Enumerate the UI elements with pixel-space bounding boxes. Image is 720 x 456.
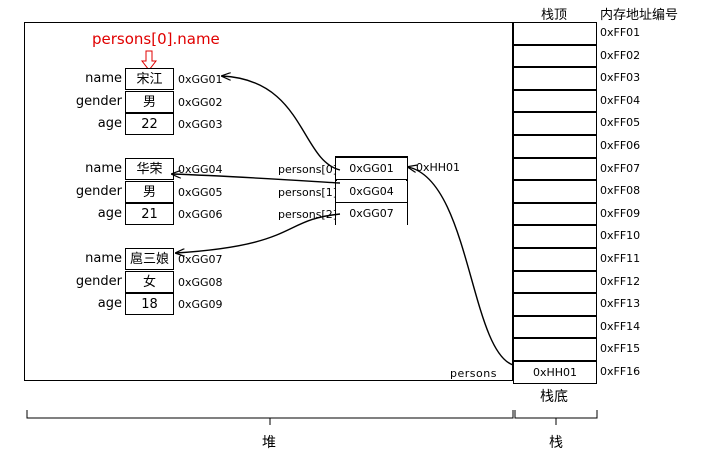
array-index-label: persons[1] xyxy=(278,185,338,199)
address-label: 0xFF11 xyxy=(600,252,641,265)
heap-region-label: 堆 xyxy=(262,435,276,451)
address-label: 0xFF14 xyxy=(600,319,641,333)
stack-cell xyxy=(513,89,597,113)
stack-cell xyxy=(513,225,597,248)
memory-address-header: 内存地址编号 xyxy=(600,8,679,23)
stack-cell xyxy=(513,22,597,45)
stack-top-label: 栈顶 xyxy=(541,8,568,23)
address-label: 0xFF02 xyxy=(600,48,641,62)
annotation-label: persons[0].name xyxy=(92,30,220,48)
address-label: 0xFF03 xyxy=(600,71,641,85)
heap-area xyxy=(24,22,513,381)
stack-cell xyxy=(513,44,597,68)
field-label: age xyxy=(97,116,122,131)
persons-variable-label: persons xyxy=(450,367,497,380)
field-value: 女 xyxy=(125,270,174,293)
stack-cell xyxy=(513,180,597,203)
stack-cell xyxy=(513,248,597,271)
stack-cell xyxy=(513,202,597,226)
address-label: 0xFF06 xyxy=(600,139,641,152)
array-element: 0xGG07 xyxy=(336,203,407,225)
field-address: 0xGG06 xyxy=(178,208,223,221)
arrow-stack-to-array xyxy=(408,167,514,366)
address-label: 0xFF08 xyxy=(600,184,641,198)
field-address: 0xGG01 xyxy=(178,73,223,86)
stack-cell xyxy=(513,270,597,294)
stack-cell xyxy=(513,338,597,361)
stack-cell xyxy=(513,315,597,339)
field-value: 华荣 xyxy=(125,158,174,180)
region-braces xyxy=(26,410,598,425)
field-label: age xyxy=(97,206,122,221)
field-value: 21 xyxy=(125,203,174,225)
field-label: name xyxy=(85,71,122,86)
stack-cell xyxy=(513,293,597,316)
stack-region-label: 栈 xyxy=(549,435,563,451)
field-label: name xyxy=(85,161,122,176)
field-value: 男 xyxy=(125,90,174,113)
field-value: 扈三娘 xyxy=(125,248,174,270)
field-label: age xyxy=(97,296,122,311)
field-label: gender xyxy=(75,183,122,199)
arrow-persons0-to-obj1 xyxy=(222,76,341,171)
field-address: 0xGG05 xyxy=(178,185,223,199)
array-index-label: persons[2] xyxy=(278,208,338,221)
stack-bottom-label: 栈底 xyxy=(540,389,568,405)
address-label: 0xFF12 xyxy=(600,274,641,288)
arrow-persons2-to-obj3 xyxy=(176,213,341,253)
array-element: 0xGG01 xyxy=(336,158,407,180)
address-label: 0xFF16 xyxy=(600,365,641,378)
field-value: 男 xyxy=(125,180,174,203)
address-label: 0xFF01 xyxy=(600,26,641,39)
array-address: 0xHH01 xyxy=(416,161,461,174)
arrow-persons1-to-obj2 xyxy=(172,174,341,184)
field-value: 宋江 xyxy=(125,68,174,90)
field-address: 0xGG02 xyxy=(178,95,223,109)
address-label: 0xFF10 xyxy=(600,229,641,243)
address-label: 0xFF15 xyxy=(600,342,641,356)
field-address: 0xGG08 xyxy=(178,275,223,289)
address-label: 0xFF05 xyxy=(600,116,641,130)
field-value: 18 xyxy=(125,293,174,315)
stack-cell xyxy=(513,67,597,90)
field-address: 0xGG03 xyxy=(178,118,223,131)
address-label: 0xFF09 xyxy=(600,206,641,220)
hollow-down-arrow-icon xyxy=(141,50,157,71)
stack-cell xyxy=(513,112,597,135)
field-address: 0xGG09 xyxy=(178,298,223,311)
address-label: 0xFF13 xyxy=(600,297,641,311)
field-value: 22 xyxy=(125,113,174,135)
field-label: gender xyxy=(75,93,122,109)
field-label: name xyxy=(85,251,122,266)
address-label: 0xFF04 xyxy=(600,93,641,107)
field-address: 0xGG07 xyxy=(178,253,223,266)
stack-cell xyxy=(513,157,597,181)
array-element: 0xGG04 xyxy=(336,180,407,203)
field-label: gender xyxy=(75,273,122,289)
stack-cell: 0xHH01 xyxy=(513,361,597,384)
field-address: 0xGG04 xyxy=(178,163,223,176)
stack-cell xyxy=(513,135,597,158)
array-index-label: persons[0] xyxy=(278,163,338,176)
address-label: 0xFF07 xyxy=(600,161,641,175)
